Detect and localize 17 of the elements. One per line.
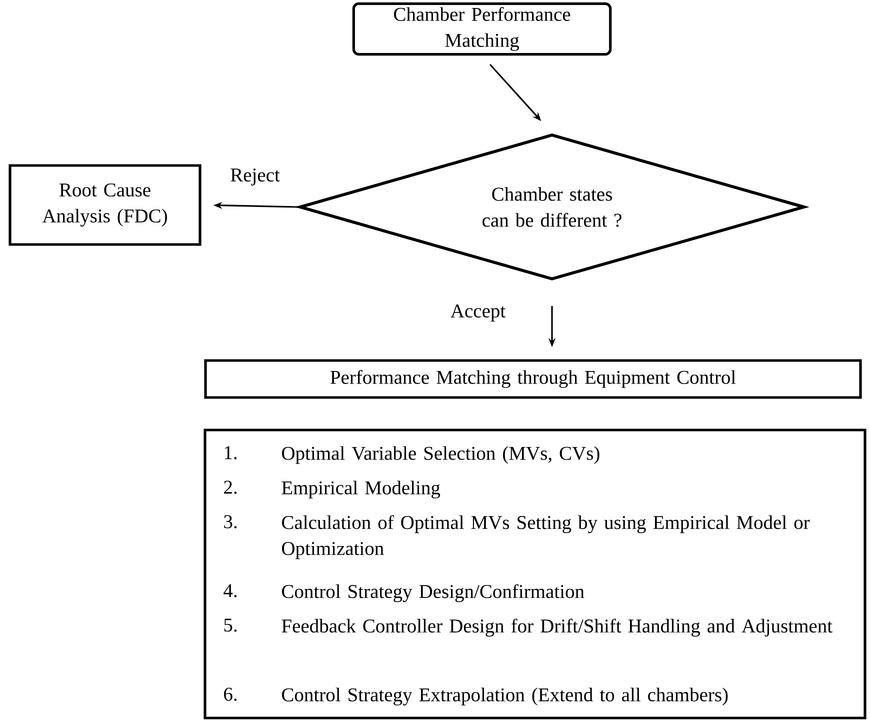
step-text: Control Strategy Extrapolation (Extend to all chambers): [282, 688, 728, 706]
step-number: 4.: [224, 584, 237, 598]
step-number: 6.: [224, 688, 237, 701]
process-box: Performance Matching through Equipment Control: [204, 359, 862, 399]
step-text: Control Strategy Design/Confirmation: [282, 584, 584, 602]
step-text: Optimal Variable Selection (MVs, CVs): [282, 446, 600, 464]
step-text: Feedback Controller Design for Drift/Shift Handling and Adjustment: [282, 618, 832, 637]
step-text: Calculation of Optimal MVs Setting by using Empirical Model or Optimization: [282, 515, 810, 560]
edge-label: Accept: [449, 303, 507, 322]
edge-label: Reject: [229, 167, 281, 187]
process-box: Chamber Performance Matching: [352, 2, 612, 56]
step-number: 1.: [224, 446, 237, 460]
process-box: Root Cause Analysis (FDC): [8, 164, 202, 246]
step-text: Empirical Modeling: [282, 480, 440, 498]
step-number: 5.: [224, 618, 237, 632]
step-number: 2.: [224, 480, 237, 494]
step-number: 3.: [224, 515, 237, 528]
